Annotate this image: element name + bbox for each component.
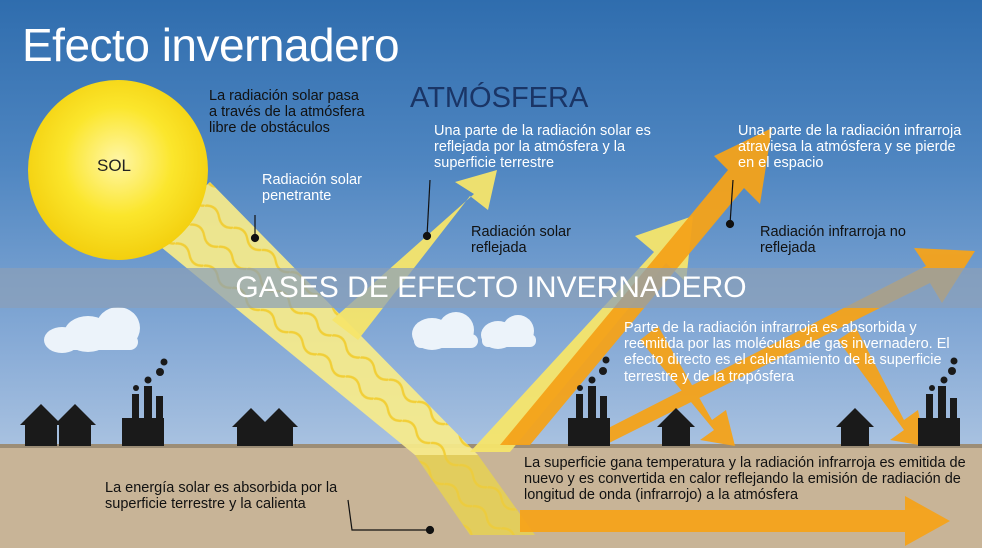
annotation-penetrating-radiation: Radiación solar penetrante — [262, 172, 362, 205]
annotation-infrared-absorbed: Parte de la radiación infrarroja es abso… — [624, 320, 950, 385]
annotation-solar-passes: La radiación solar pasa a través de la a… — [209, 88, 365, 137]
sun-label: SOL — [97, 156, 132, 175]
factory-right — [918, 357, 960, 446]
incoming-beam-waves — [150, 182, 478, 455]
house-right-1 — [657, 408, 695, 446]
callout-lines — [250, 179, 735, 535]
greenhouse-gas-band — [0, 268, 982, 308]
annotation-energy-absorbed: La energía solar es absorbida por la sup… — [105, 480, 338, 513]
factory-center — [568, 356, 610, 446]
clouds — [44, 307, 536, 353]
diagram-title: Efecto invernadero — [22, 19, 400, 71]
house-center-1 — [232, 408, 270, 446]
annotation-reflected-part: Una parte de la radiación solar es refle… — [434, 123, 651, 172]
annotation-infrared-escapes: Una parte de la radiación infrarroja atr… — [738, 123, 962, 172]
house-left-1 — [20, 404, 62, 446]
ground-silhouettes — [20, 356, 960, 446]
annotation-infrared-not-reflected: Radiación infrarroja no reflejada — [760, 224, 906, 257]
cloud-center-2 — [481, 315, 536, 349]
annotation-reflected-radiation: Radiación solar reflejada — [471, 224, 571, 257]
infrared-reemitted-arrow-2 — [838, 328, 925, 446]
infrared-surface-arrow — [520, 496, 950, 546]
cloud-left — [44, 307, 140, 353]
atmosphere-label: ATMÓSFERA — [410, 82, 589, 114]
factory-left — [122, 358, 168, 446]
greenhouse-gases-label: GASES DE EFECTO INVERNADERO — [235, 271, 747, 304]
house-center-2 — [260, 408, 298, 446]
annotation-surface-heats: La superficie gana temperatura y la radi… — [524, 455, 966, 504]
sun — [28, 80, 208, 260]
house-left-2 — [54, 404, 96, 446]
infrared-reemitted-arrow-1 — [640, 326, 735, 446]
cloud-center-1 — [412, 312, 478, 350]
absorbed-beam-waves — [415, 455, 535, 535]
house-right-2 — [836, 408, 874, 446]
